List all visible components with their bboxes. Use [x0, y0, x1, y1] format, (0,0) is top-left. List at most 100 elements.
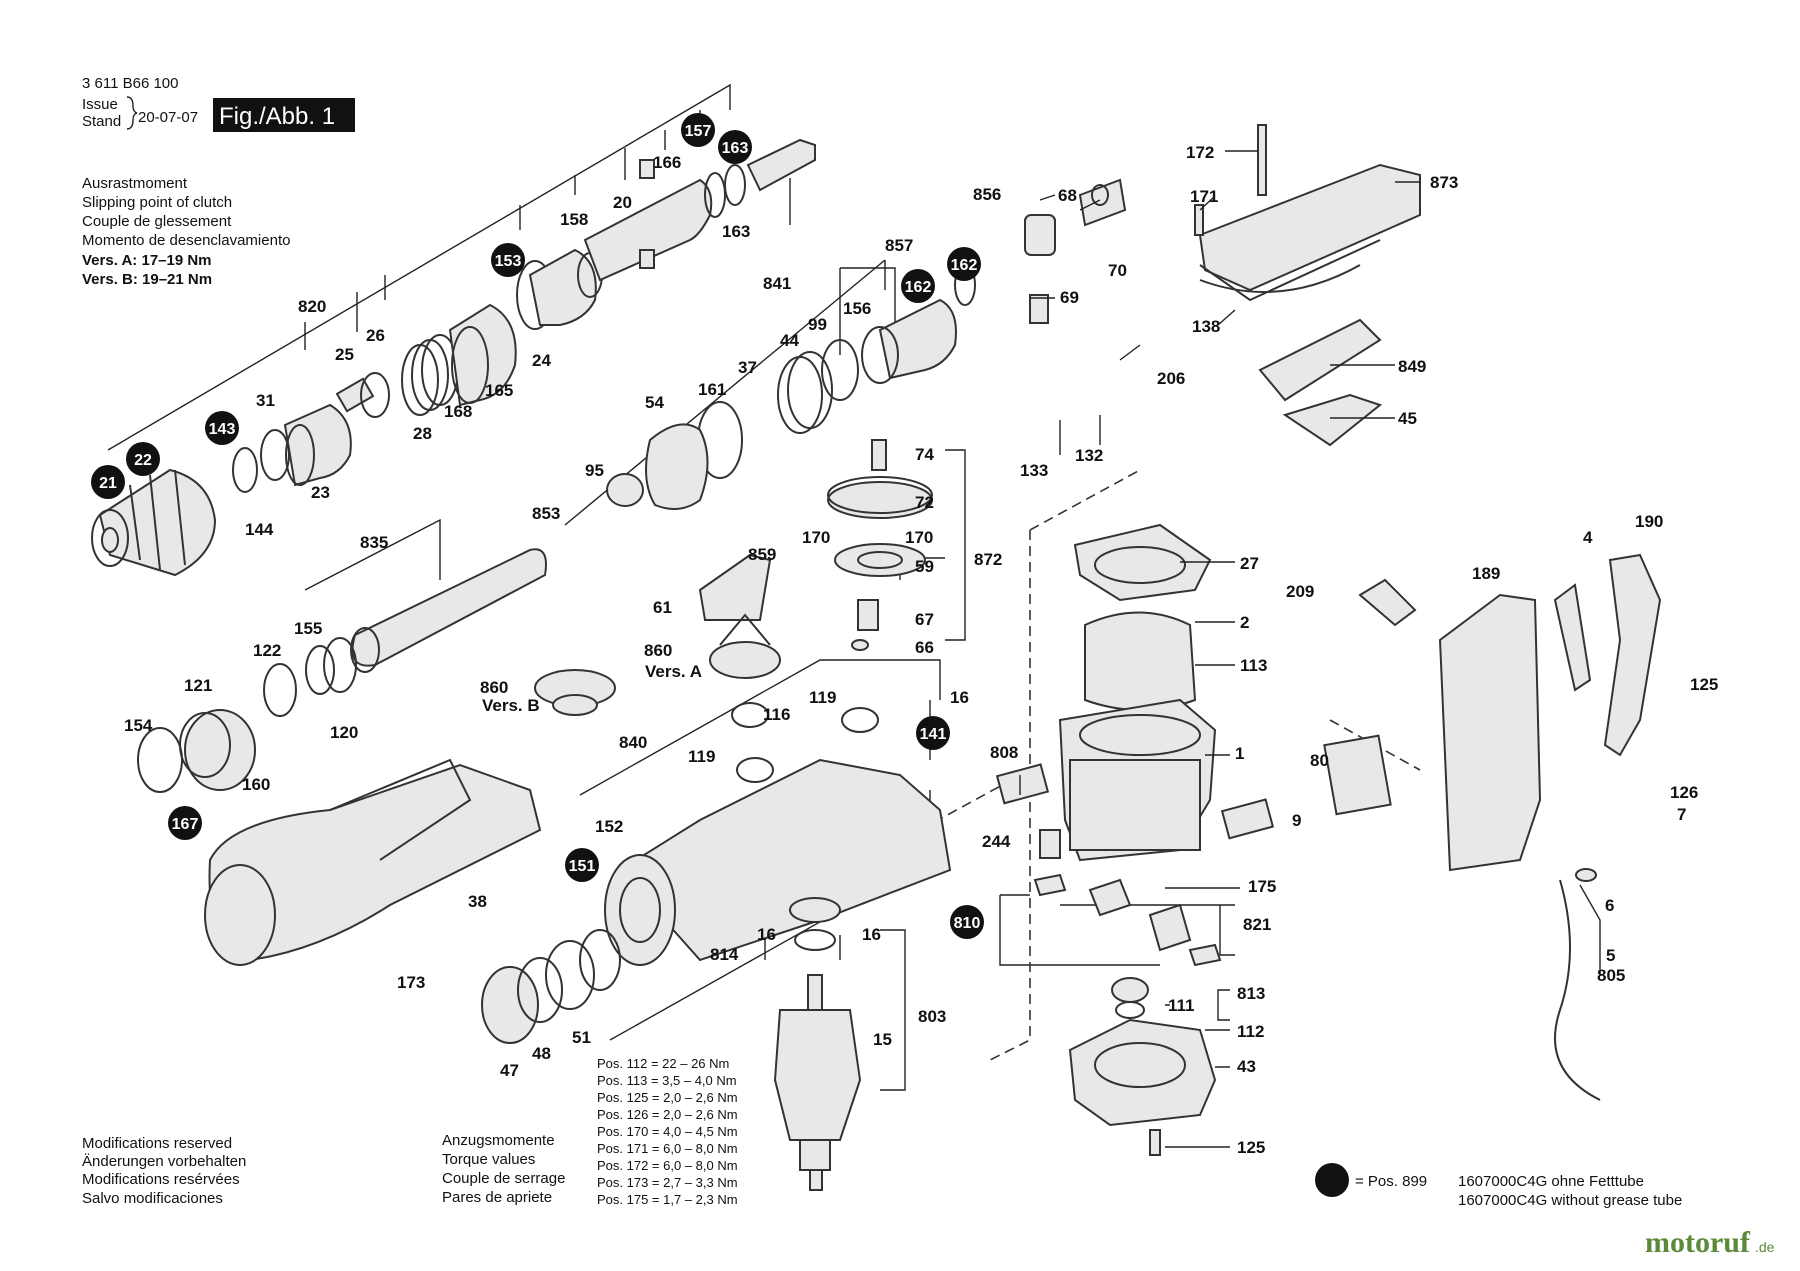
part-label: 160	[242, 775, 270, 794]
torque-value: Pos. 125 = 2,0 – 2,6 Nm	[597, 1090, 738, 1105]
part-label: 15	[873, 1030, 892, 1049]
vers-a-label: Vers. A	[645, 662, 702, 681]
part-label: 859	[748, 545, 776, 564]
assembly-810-bracket	[999, 894, 1160, 966]
part-label: 168	[444, 402, 472, 421]
badge-163: 163	[718, 130, 752, 164]
issue-brace	[126, 96, 138, 130]
part-label: 2	[1240, 613, 1249, 632]
part-label: 113	[1240, 656, 1267, 675]
badge-text: 153	[495, 253, 522, 270]
modifications-line: Salvo modificaciones	[82, 1190, 223, 1207]
modifications-line: Änderungen vorbehalten	[82, 1153, 246, 1170]
vers-b-label: Vers. B	[482, 696, 540, 715]
part-label: 125	[1690, 675, 1718, 694]
part-label: 209	[1286, 582, 1314, 601]
part-label: 808	[990, 743, 1018, 762]
doc-number: 3 611 B66 100	[82, 75, 178, 92]
part-label: 190	[1635, 512, 1663, 531]
part-label: 872	[974, 550, 1002, 569]
badge-143: 143	[205, 411, 239, 445]
ring-parts-left	[232, 403, 352, 493]
rear-handle-parts	[1323, 553, 1662, 1101]
assembly-835-line	[304, 518, 441, 591]
torque-value: Pos. 172 = 6,0 – 8,0 Nm	[597, 1158, 738, 1173]
gear-parts-middle	[606, 178, 1127, 510]
part-label: 849	[1398, 357, 1426, 376]
badge-text: 162	[905, 279, 932, 296]
part-label: 805	[1597, 966, 1625, 985]
badge-text: 21	[99, 475, 117, 492]
clutch-note-line: Ausrastmoment	[82, 175, 188, 192]
part-label: 67	[915, 610, 934, 629]
part-label: 69	[1060, 288, 1079, 307]
torque-value: Pos. 173 = 2,7 – 3,3 Nm	[597, 1175, 738, 1190]
modifications-note: Modifications reserved Änderungen vorbeh…	[82, 1135, 246, 1207]
badge-text: 22	[134, 452, 152, 469]
part-label: 841	[763, 274, 791, 293]
part-label: 111	[1168, 996, 1195, 1015]
badge-151: 151	[565, 848, 599, 882]
part-label: 99	[808, 315, 827, 334]
front-cap-part	[91, 468, 217, 577]
part-label: 51	[572, 1028, 591, 1047]
torque-label-line: Pares de apriete	[442, 1189, 552, 1206]
part-label: 206	[1157, 369, 1185, 388]
ring-parts-lower	[137, 637, 357, 793]
part-label: 37	[738, 358, 757, 377]
assembly-803-bracket	[880, 929, 906, 1091]
part-label: 860	[644, 641, 672, 660]
clutch-gear-parts	[534, 553, 781, 716]
part-label: 7	[1677, 805, 1686, 824]
part-label: 38	[468, 892, 487, 911]
assembly-805-line	[1579, 884, 1601, 975]
assembly-813-bracket	[1217, 989, 1230, 1021]
bottom-cover-parts	[1068, 977, 1217, 1156]
torque-label-line: Torque values	[442, 1151, 535, 1168]
brush-parts	[995, 763, 1275, 967]
watermark-brand: motoruf	[1645, 1226, 1751, 1259]
part-label: 158	[560, 210, 588, 229]
torque-label-line: Anzugsmomente	[442, 1132, 555, 1149]
part-label: 814	[710, 945, 739, 964]
badge-text: 810	[954, 915, 981, 932]
part-label: 45	[1398, 409, 1417, 428]
legend-line-2: 1607000C4G without grease tube	[1458, 1192, 1682, 1209]
part-label: 26	[366, 326, 385, 345]
part-label: 44	[780, 331, 799, 350]
part-label: 840	[619, 733, 647, 752]
tool-holder-parts	[516, 138, 816, 330]
part-label: 5	[1606, 946, 1615, 965]
spindle-part	[350, 548, 547, 673]
part-label: 138	[1192, 317, 1220, 336]
part-label: 112	[1237, 1022, 1264, 1041]
part-label: 170	[802, 528, 830, 547]
part-label: 95	[585, 461, 604, 480]
modifications-line: Modifications reserved	[82, 1135, 232, 1152]
part-label: 121	[184, 676, 212, 695]
part-label: 172	[1186, 143, 1214, 162]
badge-22: 22	[126, 442, 160, 476]
part-label: 54	[645, 393, 664, 412]
part-label: 23	[311, 483, 330, 502]
part-label: 873	[1430, 173, 1458, 192]
part-label: 47	[500, 1061, 519, 1080]
part-label: 126	[1670, 783, 1698, 802]
modifications-line: Modifications resérvées	[82, 1171, 240, 1188]
part-label: 48	[532, 1044, 551, 1063]
part-label: 119	[688, 747, 715, 766]
clutch-note: Ausrastmoment Slipping point of clutch C…	[82, 175, 290, 288]
part-label: 25	[335, 345, 354, 364]
armature-part	[773, 897, 862, 1191]
part-label: 4	[1583, 528, 1593, 547]
part-label: 152	[595, 817, 623, 836]
part-label: 9	[1292, 811, 1301, 830]
part-label: 24	[532, 351, 551, 370]
stand-label: Stand	[82, 113, 121, 130]
torque-values: Pos. 112 = 22 – 26 Nm Pos. 113 = 3,5 – 4…	[597, 1056, 738, 1207]
part-label: 28	[413, 424, 432, 443]
part-label: 857	[885, 236, 913, 255]
badge-text: 143	[209, 421, 236, 438]
part-label: 170	[905, 528, 933, 547]
part-label: 120	[330, 723, 358, 742]
